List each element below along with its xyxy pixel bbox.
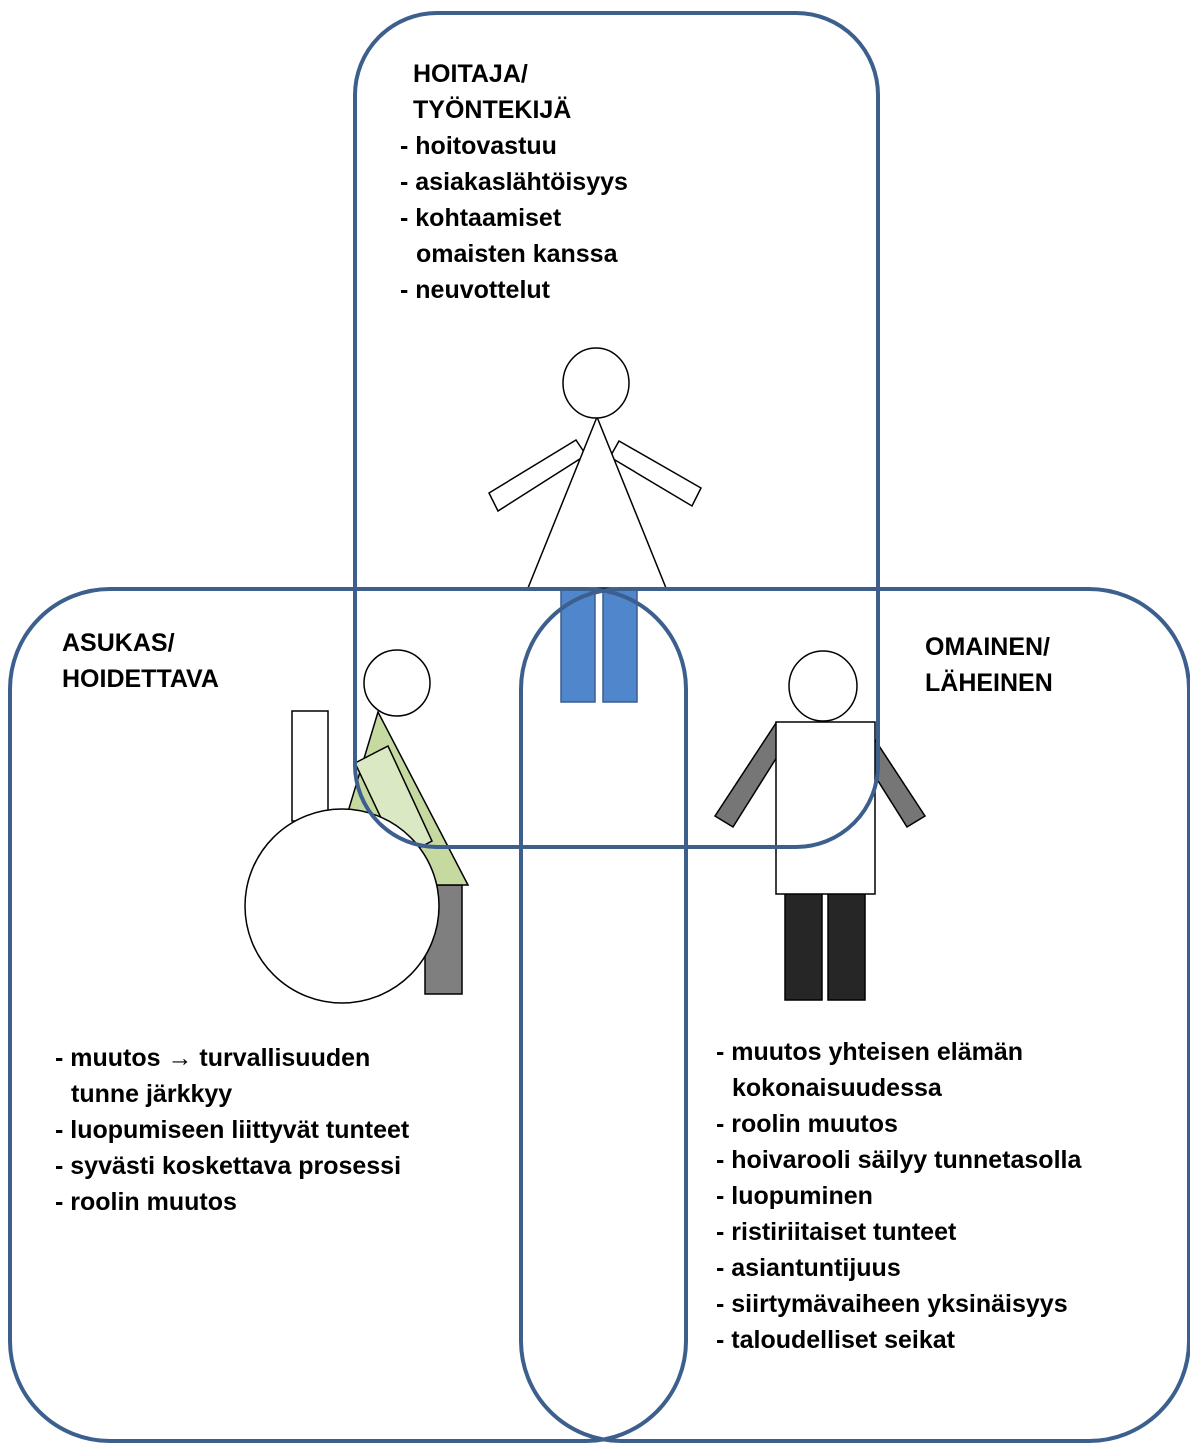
list-item: - roolin muutos [716, 1110, 898, 1138]
list-item: - hoivarooli säilyy tunnetasolla [716, 1146, 1082, 1174]
nurse-figure [488, 347, 702, 703]
asukas-title: ASUKAS/ HOIDETTAVA [62, 625, 219, 697]
resident-figure [244, 649, 470, 1004]
hoitaja-title: HOITAJA/ TYÖNTEKIJÄ [413, 56, 571, 128]
omainen-title-line: OMAINEN/ [925, 633, 1050, 661]
wheelchair-wheel [244, 808, 440, 1004]
venn-shapes [8, 11, 1190, 1443]
relative-figure [713, 650, 927, 1001]
list-item: - asiantuntijuus [716, 1254, 901, 1282]
resident-head [363, 649, 431, 717]
relative-head [788, 650, 858, 722]
relative-right-leg [827, 892, 866, 1001]
list-item: - neuvottelut [400, 276, 550, 304]
list-item-continuation: kokonaisuudessa [732, 1074, 942, 1102]
list-item: - siirtymävaiheen yksinäisyys [716, 1290, 1068, 1318]
list-item: - luopuminen [716, 1182, 873, 1210]
list-item: - hoitovastuu [400, 132, 557, 160]
hoitaja-list: - hoitovastuu - asiakaslähtöisyys - koht… [400, 128, 628, 308]
list-item: - roolin muutos [55, 1188, 237, 1216]
list-item: - kohtaamiset [400, 204, 562, 232]
list-item: - muutos → turvallisuuden [55, 1044, 371, 1072]
nurse-right-leg [602, 587, 638, 703]
nurse-right-arm [608, 439, 702, 508]
nurse-head [562, 347, 630, 419]
list-item-continuation: tunne järkkyy [71, 1080, 233, 1108]
relative-body [775, 721, 876, 895]
omainen-region [519, 587, 1190, 1443]
asukas-list: - muutos → turvallisuuden tunne järkkyy … [55, 1040, 409, 1220]
asukas-region [8, 587, 688, 1443]
omainen-title-line: LÄHEINEN [925, 669, 1053, 697]
omainen-list: - muutos yhteisen elämän kokonaisuudessa… [716, 1034, 1081, 1358]
omainen-title: OMAINEN/ LÄHEINEN [925, 629, 1053, 701]
relative-left-leg [784, 892, 823, 1001]
list-item: - ristiriitaiset tunteet [716, 1218, 957, 1246]
hoitaja-title-line: HOITAJA/ [413, 60, 528, 88]
list-item: - syvästi koskettava prosessi [55, 1152, 402, 1180]
list-item: - asiakaslähtöisyys [400, 168, 628, 196]
asukas-title-line: HOIDETTAVA [62, 665, 219, 693]
hoitaja-title-line: TYÖNTEKIJÄ [413, 96, 572, 124]
nurse-dress [526, 414, 668, 589]
list-item: - luopumiseen liittyvät tunteet [55, 1116, 410, 1144]
asukas-title-line: ASUKAS/ [62, 629, 175, 657]
wheelchair-backrest [291, 710, 329, 822]
hoitaja-region [353, 11, 880, 849]
list-item: - taloudelliset seikat [716, 1326, 955, 1354]
list-item: - muutos yhteisen elämän [716, 1038, 1024, 1066]
list-item-continuation: omaisten kanssa [416, 240, 618, 268]
